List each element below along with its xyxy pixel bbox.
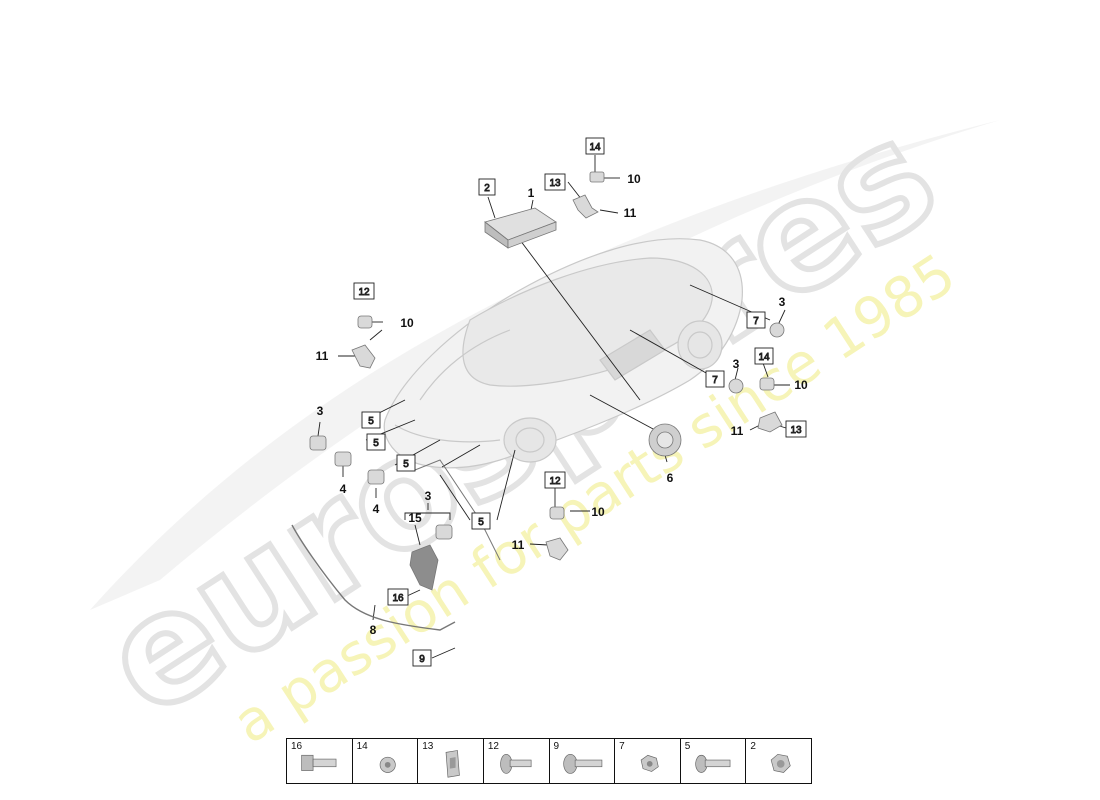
svg-text:2: 2	[484, 183, 490, 194]
hardware-cell-13: 13	[418, 739, 484, 783]
callout-3: 3	[425, 489, 432, 503]
hardware-label: 16	[291, 741, 303, 752]
nut-icon	[379, 756, 396, 773]
callout-box-7: 7	[746, 311, 766, 329]
svg-text:13: 13	[549, 178, 561, 189]
hardware-cell-5: 5	[681, 739, 747, 783]
callout-11: 11	[731, 424, 744, 438]
hardware-label: 12	[487, 741, 499, 752]
svg-text:5: 5	[478, 517, 484, 528]
hardware-label: 9	[553, 741, 560, 752]
svg-text:7: 7	[753, 316, 759, 327]
hardware-cell-14: 14	[353, 739, 419, 783]
horn-part	[648, 423, 682, 457]
callout-box-5: 5	[366, 433, 386, 451]
svg-text:7: 7	[712, 375, 718, 386]
sensor-lower-right	[545, 506, 569, 561]
callout-box-16: 16	[387, 588, 409, 606]
callout-box-14: 14	[585, 137, 605, 155]
sensor-3-right-lower	[728, 378, 744, 394]
callout-box-13: 13	[785, 420, 807, 438]
control-unit-part	[484, 207, 557, 249]
clip-icon	[445, 750, 461, 778]
callout-10: 10	[627, 172, 641, 186]
hardware-label: 5	[684, 741, 691, 752]
callout-8: 8	[370, 623, 377, 637]
boxed-callouts: 2 14 13 12 7 7 14 13 5 5 5 5 12 16 9	[353, 137, 807, 667]
sensor-4-front-b	[367, 469, 385, 485]
svg-text:5: 5	[373, 438, 379, 449]
wiring-harness-8	[291, 524, 456, 631]
sensor-3-front-left	[309, 435, 327, 451]
callout-box-2: 2	[478, 178, 496, 196]
callout-box-5: 5	[471, 512, 491, 530]
hardware-cell-12: 12	[484, 739, 550, 783]
callout-11: 11	[624, 206, 637, 220]
parts	[291, 171, 785, 631]
watermark-swoosh	[90, 120, 1000, 610]
sensor-right-mid	[757, 377, 783, 433]
flange-screw-icon	[500, 753, 532, 774]
callout-box-7: 7	[705, 370, 725, 388]
svg-text:5: 5	[368, 416, 374, 427]
callout-box-9: 9	[412, 649, 432, 667]
plain-callouts: 1 10 11 10 11 3 3 10 11 3 4 4 6 3 15 10 …	[316, 172, 808, 637]
hardware-cell-7: 7	[615, 739, 681, 783]
svg-text:12: 12	[358, 287, 370, 298]
callout-4: 4	[373, 502, 380, 516]
bracket-15-part	[409, 544, 439, 591]
callout-box-12: 12	[544, 471, 566, 489]
callout-4: 4	[340, 482, 347, 496]
flange-nut-icon	[640, 754, 659, 772]
callout-10: 10	[591, 505, 605, 519]
callout-box-5: 5	[361, 411, 381, 429]
hardware-label: 13	[422, 741, 434, 752]
sensor-bracket-top	[572, 171, 605, 219]
sensor-3-front-lower	[435, 524, 453, 540]
svg-text:12: 12	[549, 476, 561, 487]
callout-box-13: 13	[544, 173, 566, 191]
hardware-cell-9: 9	[550, 739, 616, 783]
callout-3: 3	[733, 357, 740, 371]
callout-11: 11	[316, 349, 329, 363]
svg-text:5: 5	[403, 459, 409, 470]
hardware-label: 7	[619, 741, 625, 752]
hardware-cell-2: 2	[746, 739, 811, 783]
sensor-3-right-upper	[769, 322, 785, 338]
wiring-9	[414, 459, 501, 561]
sensor-4-front-a	[334, 451, 352, 467]
callout-10: 10	[400, 316, 414, 330]
svg-text:9: 9	[419, 654, 425, 665]
svg-text:13: 13	[790, 425, 802, 436]
torx-bolt-icon	[562, 753, 602, 774]
callout-1: 1	[528, 186, 535, 200]
screw-icon	[695, 754, 731, 773]
callout-3: 3	[779, 295, 786, 309]
callout-box-14: 14	[754, 347, 774, 365]
callout-box-12: 12	[353, 282, 375, 300]
sensor-left-upper	[351, 315, 376, 369]
svg-text:16: 16	[392, 593, 404, 604]
callout-10: 10	[794, 378, 808, 392]
hardware-cell-16: 16	[287, 739, 353, 783]
hex-flange-nut-icon	[771, 753, 792, 773]
hardware-label: 14	[356, 741, 368, 752]
hardware-label: 2	[750, 741, 756, 752]
callout-15: 15	[408, 511, 422, 525]
callout-box-5: 5	[396, 454, 416, 472]
svg-text:14: 14	[589, 142, 601, 153]
callout-11: 11	[512, 538, 525, 552]
hex-bolt-icon	[301, 754, 337, 771]
callout-3: 3	[317, 404, 324, 418]
hardware-table: 16 14 13 12 9 7	[286, 738, 812, 784]
callout-6: 6	[667, 471, 674, 485]
svg-text:14: 14	[758, 352, 770, 363]
